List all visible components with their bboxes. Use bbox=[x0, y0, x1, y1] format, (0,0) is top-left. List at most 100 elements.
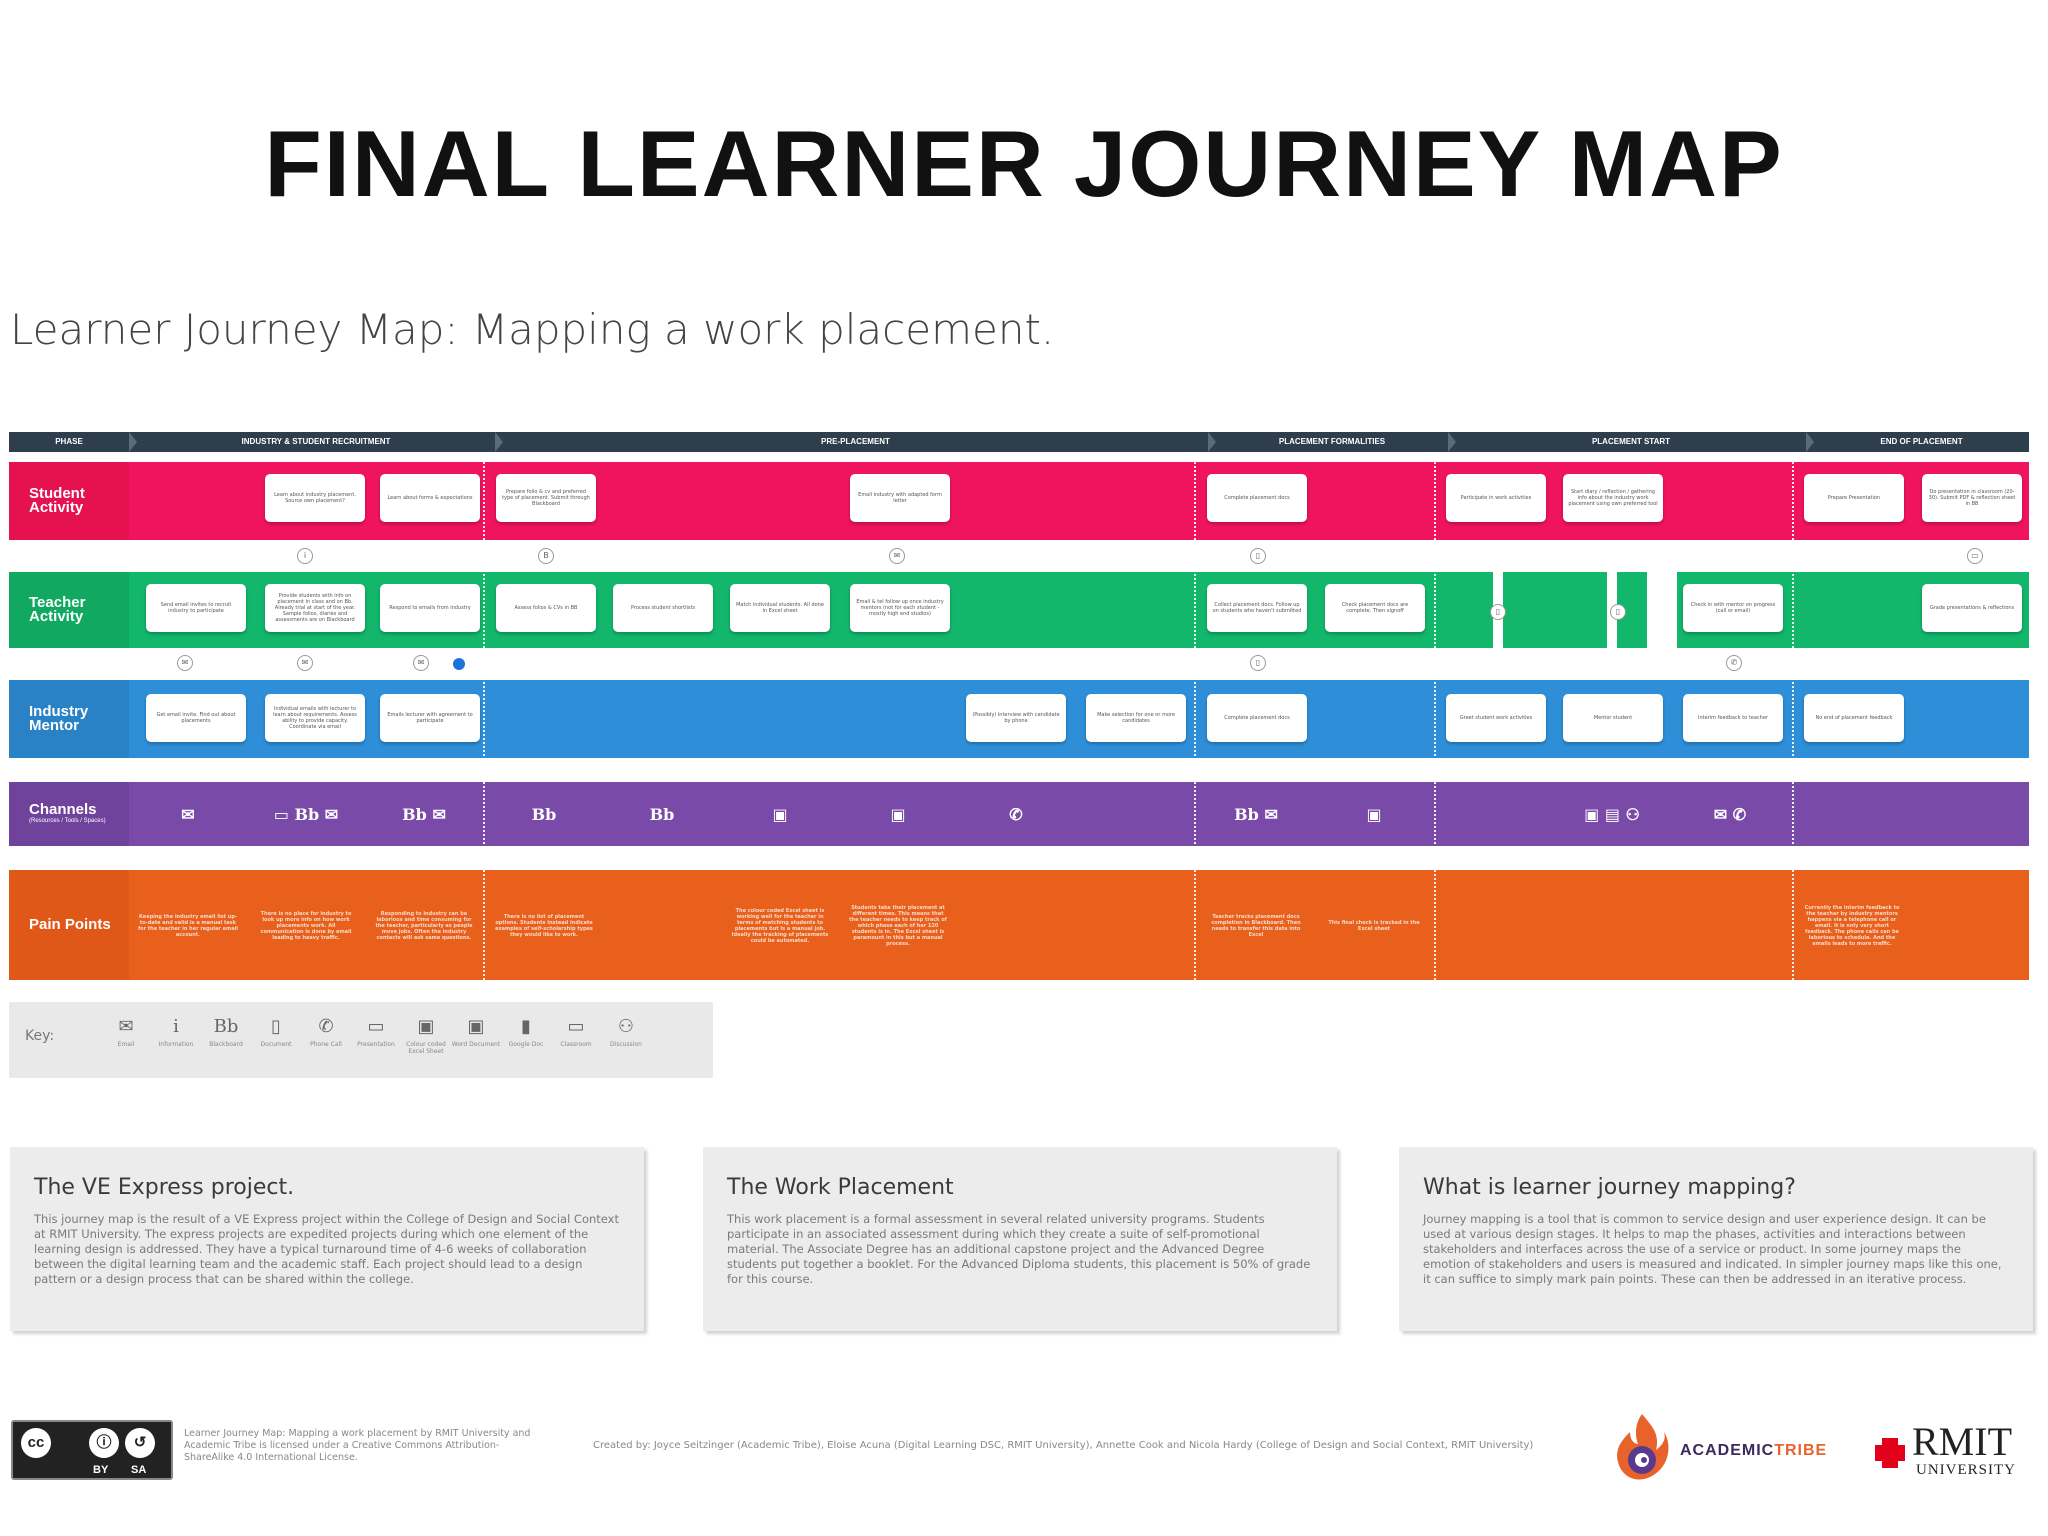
pain-point: Students take their placement at differe… bbox=[849, 905, 947, 947]
cc-license-badge[interactable]: cc ⓘ ↺ BY SA bbox=[11, 1420, 173, 1480]
lane-pain-points: Pain Points Keeping the industry email l… bbox=[9, 870, 2029, 980]
key-item-label: Information bbox=[158, 1041, 194, 1048]
activity-card: Make selection for one or more candidate… bbox=[1086, 694, 1186, 742]
key-item-label: Google Doc bbox=[508, 1041, 544, 1048]
key-item-word-document: ▣ Word Document bbox=[451, 1016, 501, 1048]
license-text: Learner Journey Map: Mapping a work plac… bbox=[184, 1428, 531, 1463]
channel-icons: ▣ bbox=[890, 804, 906, 824]
presentation-icon: ▭ bbox=[1967, 548, 1983, 564]
activity-card: Match individual students. All done in E… bbox=[730, 584, 830, 632]
channel-icons bbox=[1911, 782, 2029, 846]
email-icon: ✉ bbox=[177, 655, 193, 671]
info-icon: i bbox=[173, 1016, 179, 1037]
activity-card: Start diary / reflection / gathering inf… bbox=[1563, 474, 1663, 522]
channel-icons: Bb ✉ bbox=[1234, 804, 1278, 824]
activity-card: Complete placement docs bbox=[1207, 694, 1307, 742]
channel-icons: Bb bbox=[649, 804, 675, 824]
channel-icons: ✆ bbox=[1009, 804, 1023, 824]
activity-card: Check placement docs are complete. Then … bbox=[1325, 584, 1425, 632]
key-item-document: ▯ Document bbox=[251, 1016, 301, 1048]
activity-card: Complete placement docs bbox=[1207, 474, 1307, 522]
lane-channels: Channels (Resources / Tools / Spaces) ✉ … bbox=[9, 782, 2029, 846]
lane-label: Industry Mentor bbox=[9, 680, 129, 758]
pain-point: There is no place for industry to look u… bbox=[260, 911, 352, 941]
channel-icons bbox=[1793, 782, 1911, 846]
document-icon: ▯ bbox=[1250, 548, 1266, 564]
key-item-label: Email bbox=[117, 1041, 135, 1048]
activity-card: (Possibly) Interview with candidate by p… bbox=[966, 694, 1066, 742]
info-card-heading: The Work Placement bbox=[727, 1175, 954, 1200]
pain-point: Responding to industry can be laborious … bbox=[375, 911, 473, 941]
footer: cc ⓘ ↺ BY SA Learner Journey Map: Mappin… bbox=[0, 1410, 2048, 1490]
info-card-heading: What is learner journey mapping? bbox=[1423, 1175, 1796, 1200]
pain-point: Keeping the industry email list up-to-da… bbox=[137, 914, 239, 938]
pain-point: Currently the interim feedback to the te… bbox=[1804, 905, 1900, 947]
key-item-phone-call: ✆Phone Call bbox=[301, 1016, 351, 1048]
pain-point: The colour coded Excel sheet is working … bbox=[731, 908, 829, 944]
activity-card: Get email invite. Find out about placeme… bbox=[146, 694, 246, 742]
brand-part: TRIBE bbox=[1774, 1442, 1828, 1459]
phone-icon: ✆ bbox=[1726, 655, 1742, 671]
activity-card: Do presentation in classroom (20-30). Su… bbox=[1922, 474, 2022, 522]
activity-card: Individual emails with lecturer to learn… bbox=[265, 694, 365, 742]
activity-card: Participate in work activities bbox=[1446, 474, 1546, 522]
lane-label-text: Channels bbox=[29, 801, 97, 818]
email-icon: ✉ bbox=[889, 548, 905, 564]
activity-card: Send email invites to recruit industry t… bbox=[146, 584, 246, 632]
rmit-pixel-logo bbox=[1875, 1438, 1905, 1468]
lane-label: Channels (Resources / Tools / Spaces) bbox=[9, 782, 129, 846]
lane-label: Student Activity bbox=[9, 462, 129, 540]
phase-bar: PHASE INDUSTRY & STUDENT RECRUITMENT PRE… bbox=[9, 432, 2029, 452]
key-item-label: Word Document bbox=[451, 1041, 501, 1048]
activity-card: Assess folios & CVs in BB bbox=[496, 584, 596, 632]
activity-card: Greet student work activities bbox=[1446, 694, 1546, 742]
blackboard-icon: B bbox=[538, 548, 554, 564]
lane-gap bbox=[1647, 572, 1677, 648]
rmit-university-label: UNIVERSITY bbox=[1916, 1462, 2016, 1478]
lane-label: Pain Points bbox=[9, 870, 129, 980]
activity-card: Mentor student bbox=[1563, 694, 1663, 742]
lane-label: Teacher Activity bbox=[9, 572, 129, 648]
activity-card: Grade presentations & reflections bbox=[1922, 584, 2022, 632]
channel-icons: Bb bbox=[531, 804, 557, 824]
email-icon: ✉ bbox=[297, 655, 313, 671]
activity-card: Prepare folio & cv and preferred type of… bbox=[496, 474, 596, 522]
phase-divider bbox=[483, 462, 485, 980]
activity-card: Learn about industry placement. Source o… bbox=[265, 474, 365, 522]
channel-icons bbox=[1435, 782, 1553, 846]
brand-part: ACADEMIC bbox=[1680, 1442, 1775, 1459]
blackboard-icon: Bb bbox=[213, 1016, 239, 1037]
share-alike-icon: ↺ bbox=[125, 1428, 155, 1458]
document-icon: ▯ bbox=[1610, 604, 1626, 620]
key-item-label: Discussion bbox=[610, 1041, 642, 1048]
channel-icons bbox=[1075, 782, 1193, 846]
lane-sublabel: (Resources / Tools / Spaces) bbox=[29, 818, 106, 824]
channel-icons: Bb ✉ bbox=[402, 804, 446, 824]
activity-card: Provide students with info on placement … bbox=[265, 584, 365, 632]
channel-icons: ▣ ▤ ⚇ bbox=[1584, 804, 1640, 824]
key-item-email: ✉Email bbox=[101, 1016, 151, 1048]
phone-icon: ✆ bbox=[318, 1016, 334, 1037]
presentation-icon: ▭ bbox=[367, 1016, 385, 1037]
phase-placement-formalities: PLACEMENT FORMALITIES bbox=[1278, 437, 1386, 446]
channel-icons: ▭ Bb ✉ bbox=[273, 804, 339, 824]
credits-text: Created by: Joyce Seitzinger (Academic T… bbox=[593, 1440, 1534, 1451]
email-icon: ✉ bbox=[413, 655, 429, 671]
cc-icon: cc bbox=[21, 1428, 51, 1458]
key-item-label: Document bbox=[260, 1041, 292, 1048]
activity-card: Prepare Presentation bbox=[1804, 474, 1904, 522]
phase-divider bbox=[1194, 462, 1196, 980]
word-document-icon: ▣ bbox=[467, 1016, 485, 1037]
google-doc-icon: ▮ bbox=[521, 1016, 531, 1037]
phase-header-label: PHASE bbox=[55, 437, 83, 446]
channel-icons: ✉ ✆ bbox=[1713, 804, 1747, 824]
info-card-work-placement: The Work Placement This work placement i… bbox=[703, 1147, 1337, 1331]
activity-card: No end of placement feedback bbox=[1804, 694, 1904, 742]
pain-point: This final check is tracked in the Excel… bbox=[1328, 920, 1420, 932]
cc-sa-label: SA bbox=[131, 1464, 147, 1476]
activity-card: Learn about forms & expectations bbox=[380, 474, 480, 522]
document-icon: ▯ bbox=[271, 1016, 281, 1037]
phase-pre-placement: PRE-PLACEMENT bbox=[821, 437, 890, 446]
